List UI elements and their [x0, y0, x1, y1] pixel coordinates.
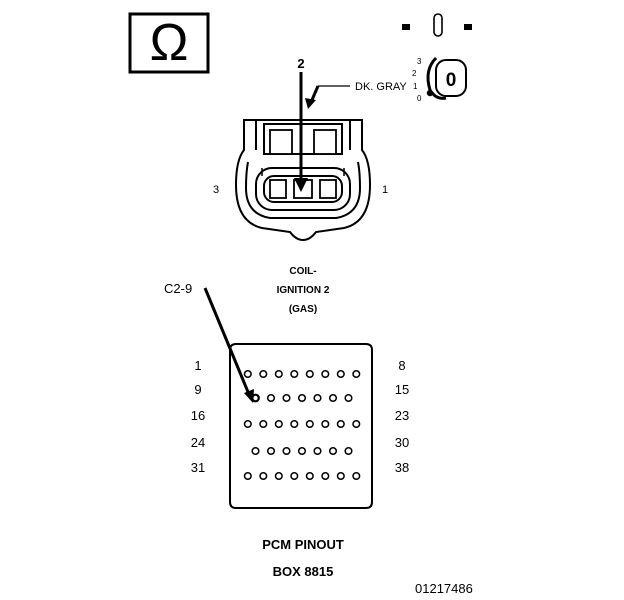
- pcm-pin-22: [336, 419, 345, 429]
- key-position-2: 2: [412, 69, 417, 78]
- pcm-pin-36: [321, 471, 330, 481]
- coil-caption-line-1: COIL-: [289, 266, 316, 277]
- pcm-pin-grid: [243, 369, 361, 481]
- pcm-caption: PCM PINOUT BOX 8815: [262, 537, 344, 579]
- pcm-pin-16: [243, 419, 252, 429]
- pcm-connector: 1 8 9 15 16 23 24 30 31 38: [191, 343, 409, 509]
- coil-pin-left-label: 3: [213, 184, 219, 196]
- coil-connector: 3 1: [213, 119, 388, 242]
- coil-pin-right-label: 1: [382, 184, 388, 196]
- pcm-row-label-right: 30: [395, 435, 409, 450]
- key-position-3: 3: [417, 57, 422, 66]
- coil-caption-line-2: IGNITION 2: [277, 285, 330, 296]
- pcm-pin-20: [305, 419, 314, 429]
- pcm-row-label-right: 8: [398, 358, 405, 373]
- key-position-0: 0: [417, 94, 422, 103]
- pcm-pin-29: [328, 446, 338, 456]
- pcm-pin-33: [274, 471, 283, 481]
- pcm-caption-line-2: BOX 8815: [273, 564, 334, 579]
- pcm-pin-21: [321, 419, 330, 429]
- coil-pin-3-cavity: [269, 179, 287, 199]
- figure-id: 01217486: [415, 581, 473, 596]
- key-position-1: 1: [413, 82, 418, 91]
- pcm-probe-arrow: C2-9: [164, 281, 254, 403]
- pcm-row-labels: 1 8 9 15 16 23 24 30 31 38: [191, 358, 409, 475]
- wire-color-label: DK. GRAY: [355, 81, 407, 93]
- pcm-pin-6: [321, 369, 330, 379]
- pcm-pin-4: [290, 369, 299, 379]
- pcm-pin-13: [313, 393, 322, 403]
- ohm-meter-icon: Ω: [128, 12, 210, 74]
- pcm-pin-12: [297, 393, 307, 403]
- coil-pin-1-cavity: [319, 179, 337, 199]
- pcm-row-label-right: 15: [395, 382, 409, 397]
- pcm-pin-37: [336, 471, 345, 481]
- pcm-row-label-left: 16: [191, 408, 205, 423]
- key-label: 0: [446, 70, 457, 91]
- pcm-pin-31: [243, 471, 252, 481]
- pcm-pin-28: [313, 446, 322, 456]
- pcm-pin-25: [266, 446, 276, 456]
- pcm-row-label-left: 31: [191, 460, 205, 475]
- pcm-pin-19: [290, 419, 299, 429]
- pcm-callout-label: C2-9: [164, 281, 192, 296]
- pcm-pin-3: [274, 369, 283, 379]
- pcm-pin-30: [344, 446, 353, 456]
- pcm-pin-11: [282, 393, 291, 403]
- pcm-pin-35: [305, 471, 314, 481]
- coil-callout-pin: 2: [297, 56, 304, 71]
- pcm-pin-8: [352, 369, 361, 379]
- coil-probe-arrow: 2: [294, 56, 308, 192]
- ohm-symbol: Ω: [150, 14, 189, 72]
- pcm-pin-32: [259, 471, 268, 481]
- pcm-pin-2: [259, 369, 268, 379]
- pcm-pin-5: [305, 369, 314, 379]
- pcm-pin-17: [259, 419, 268, 429]
- pcm-pin-15: [344, 393, 353, 403]
- pcm-pin-24: [251, 446, 260, 456]
- pcm-pin-23: [352, 419, 361, 429]
- pcm-pin-38: [352, 471, 361, 481]
- pcm-pin-14: [328, 393, 338, 403]
- ignition-key-icon: 3 2 1 0 0: [402, 13, 472, 103]
- pcm-row-label-left: 24: [191, 435, 205, 450]
- wire-color-pointer: DK. GRAY: [305, 81, 407, 109]
- pcm-caption-line-1: PCM PINOUT: [262, 537, 344, 552]
- pcm-pin-34: [290, 471, 299, 481]
- pcm-pin-27: [297, 446, 307, 456]
- pcm-pin-18: [274, 419, 283, 429]
- pcm-row-label-left: 9: [194, 382, 201, 397]
- pcm-row-label-left: 1: [194, 358, 201, 373]
- coil-caption-line-3: (GAS): [289, 304, 317, 315]
- pcm-row-label-right: 23: [395, 408, 409, 423]
- pcm-pin-1: [243, 369, 252, 379]
- pcm-pin-10: [266, 393, 276, 403]
- pcm-row-label-right: 38: [395, 460, 409, 475]
- pcm-pin-26: [282, 446, 291, 456]
- coil-caption: COIL- IGNITION 2 (GAS): [277, 266, 330, 315]
- pcm-pin-7: [336, 369, 345, 379]
